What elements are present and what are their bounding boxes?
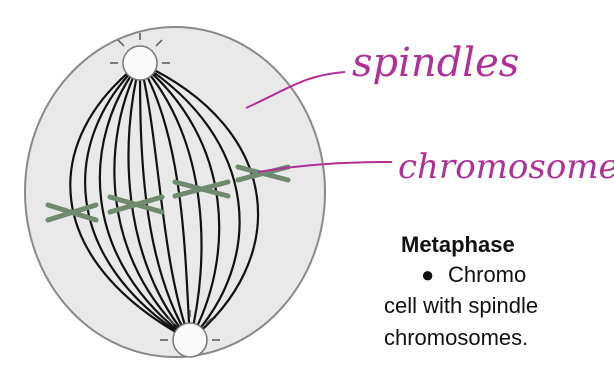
caption-bullet-text: Chromo (448, 262, 614, 288)
caption-line-3: chromosomes. (384, 325, 614, 351)
caption-heading: Metaphase (401, 232, 515, 258)
caption-line-2: cell with spindle (384, 293, 614, 319)
bullet-icon: ● (421, 262, 434, 288)
chromosomes-label: chromosomes (398, 147, 614, 187)
spindles-label: spindles (352, 40, 519, 86)
